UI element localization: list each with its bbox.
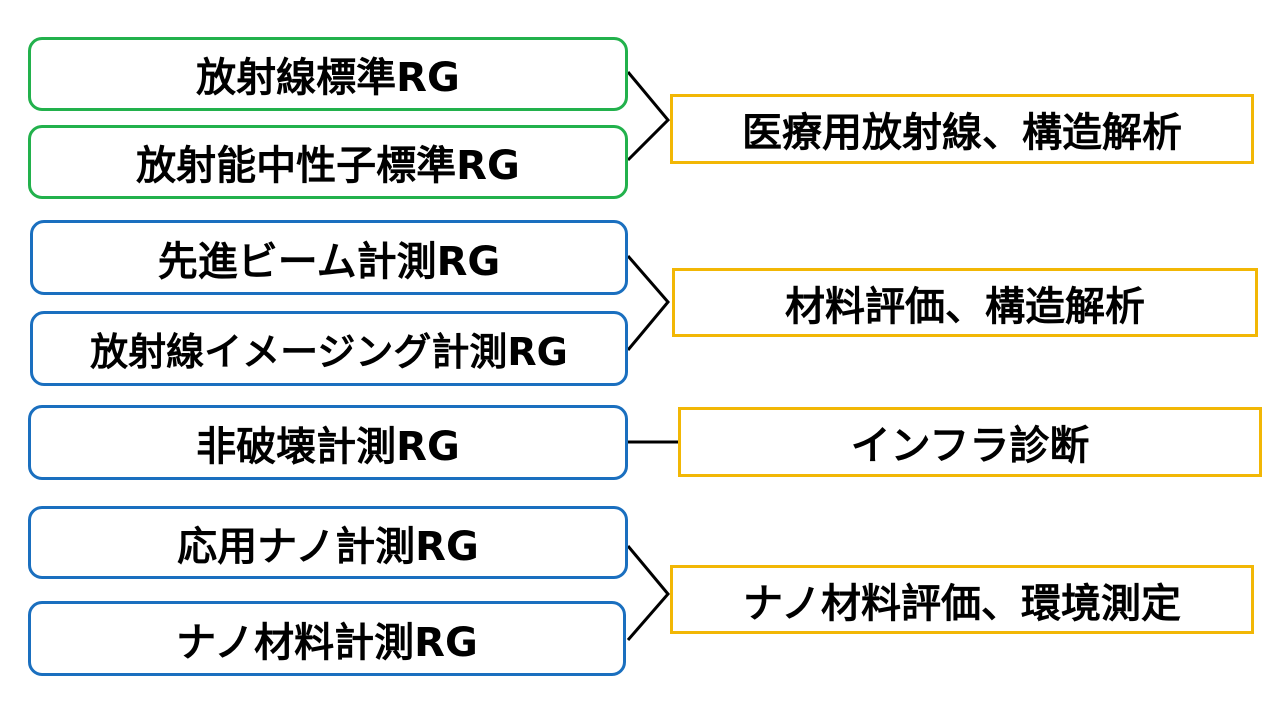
group-nano-materials-label: ナノ材料計測RG [176,619,478,666]
application-nano-env: ナノ材料評価、環境測定 [670,565,1254,634]
group-radioactivity-standard-label: 放射能中性子標準RG [136,143,520,189]
application-medical-label: 医療用放射線、構造解析 [742,110,1182,156]
group-radiation-standard: 放射線標準RG [28,37,628,111]
group-nano-materials: ナノ材料計測RG [28,601,626,676]
application-materials-label: 材料評価、構造解析 [785,283,1145,330]
application-infrastructure: インフラ診断 [678,407,1262,477]
connector-nano-env [626,545,670,641]
application-materials: 材料評価、構造解析 [672,268,1258,337]
group-radiation-standard-label: 放射線標準RG [196,55,460,101]
group-advanced-beam: 先進ビーム計測RG [30,220,628,295]
application-nano-env-label: ナノ材料評価、環境測定 [743,580,1181,627]
connector-medical [626,71,671,162]
group-applied-nano: 応用ナノ計測RG [28,506,628,579]
group-radiation-imaging-label: 放射線イメージング計測RG [90,330,568,374]
group-advanced-beam-label: 先進ビーム計測RG [157,238,501,285]
group-nondestructive-label: 非破壊計測RG [196,423,460,470]
group-nondestructive: 非破壊計測RG [28,405,628,480]
group-radioactivity-standard: 放射能中性子標準RG [28,125,628,199]
application-infrastructure-label: インフラ診断 [850,423,1090,469]
group-applied-nano-label: 応用ナノ計測RG [177,523,479,570]
application-medical: 医療用放射線、構造解析 [670,94,1254,164]
group-radiation-imaging: 放射線イメージング計測RG [30,311,628,386]
connector-materials [626,255,670,351]
